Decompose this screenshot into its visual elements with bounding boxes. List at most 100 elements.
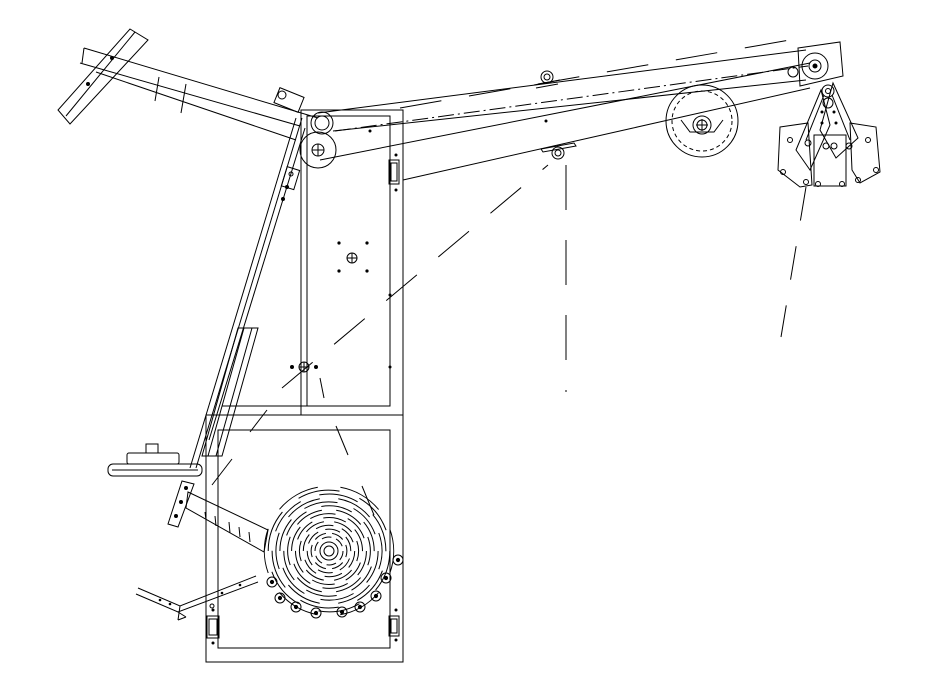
boom-upper-arc [399, 39, 791, 109]
drum-ring-arc [367, 536, 371, 566]
gripper-assembly [777, 81, 881, 188]
drum-ring-arc [347, 518, 365, 539]
drum-ring-arc [315, 524, 334, 530]
chain-rollers [266, 554, 404, 619]
drum-ring-arc [271, 550, 286, 588]
drum-ring-arc [267, 511, 283, 552]
drum-ring-arc [293, 563, 311, 584]
drum-ring-arc [366, 550, 379, 583]
boom-pulley-wheel [665, 84, 739, 158]
arm-bracket [273, 87, 305, 113]
boom-roller-upper [533, 70, 561, 89]
drum-ring-arc [310, 544, 313, 558]
drum-ring-arc [304, 501, 338, 509]
cabinet-diag-b [249, 409, 268, 433]
left-arm-head-plate [57, 28, 149, 125]
drum-ring-arc [331, 532, 344, 540]
drum-ring-arc [279, 519, 292, 552]
drum-ring-arc [283, 550, 295, 581]
pulley-drive [299, 131, 337, 169]
drum-ring-arc [323, 517, 347, 523]
drum-ring-arc [325, 528, 341, 533]
comb-plate [185, 491, 269, 553]
mounting-grid [337, 241, 369, 273]
tip-pulley [801, 52, 829, 80]
drum-ring-arc [318, 603, 360, 613]
cabinet-screws [211, 119, 548, 645]
drum-ring-arc [348, 550, 356, 568]
drum-ring-arc [336, 577, 361, 593]
drum-ring-arc [305, 569, 324, 581]
drum-ring-arc [338, 584, 370, 604]
drum-ring-arc [353, 508, 376, 535]
drum-ring-arc [282, 567, 305, 594]
left-arm [57, 28, 319, 141]
latch-lower-left-inner [208, 618, 218, 636]
latch-lower-right-inner [390, 618, 398, 634]
drum-ring-arc [295, 550, 304, 573]
latch-lower-left [206, 615, 220, 639]
spiral-drum [263, 486, 395, 616]
drum-ring-arc [363, 521, 375, 552]
chain-roller [290, 601, 302, 613]
drum-ring-arc [354, 529, 363, 552]
drum-ring-arc [339, 550, 344, 561]
gripper-plate-right [849, 122, 881, 184]
drum-ring-arc [306, 521, 325, 533]
drum-ring-arc [298, 489, 340, 499]
drum-ring-arc [324, 572, 343, 578]
chain-roller [274, 592, 286, 604]
drum-ring-arc [320, 593, 354, 601]
drum-ring-arc [326, 562, 337, 566]
drum-ring-arc [314, 541, 319, 552]
drum-ring-arc [263, 528, 269, 574]
chain-roller-pin [293, 604, 299, 610]
gripper-plate-left [777, 122, 813, 188]
chain-roller-pin [383, 575, 389, 581]
cabinet [205, 109, 548, 663]
drum-ring-arc [275, 532, 280, 570]
support-strut [189, 117, 306, 469]
drum-ring-arc [287, 536, 291, 566]
chain-roller-pin [269, 579, 275, 585]
chain-roller [370, 590, 382, 602]
drum-ring-arc [331, 562, 344, 570]
drum-rings [263, 486, 395, 616]
drum-ring-arc [357, 550, 367, 576]
chain-roller [310, 607, 322, 619]
drum-ring-arc [359, 497, 387, 531]
lower-pivot [290, 361, 318, 373]
latch-upper-right [388, 159, 400, 185]
chain-roller-pin [313, 610, 319, 616]
drum-ring-arc [372, 514, 387, 552]
drum-ring-arc [389, 528, 395, 574]
drum-ring-arc [286, 511, 307, 536]
boom-roller-lower [540, 142, 577, 160]
drum-ring-arc [334, 521, 353, 533]
drum-ring-arc [340, 486, 379, 510]
drum-ring-arc [357, 570, 383, 601]
gripper-drop-line [780, 186, 807, 338]
drum-ring-arc [341, 528, 354, 543]
drum-ring-arc [333, 569, 352, 581]
boom-tip-housing [797, 41, 844, 87]
drum-ring-arc [288, 584, 320, 604]
center-lines [211, 39, 807, 516]
drum-ring-arc [351, 566, 372, 591]
chain-roller-pin [395, 557, 401, 563]
chain-roller-pin [339, 609, 345, 615]
cabinet-diag-c [211, 458, 233, 486]
feed-chute [135, 575, 259, 621]
drum-ring-arc [310, 513, 336, 520]
chain-roller [380, 572, 392, 584]
drum-ring-arc [336, 509, 362, 525]
drum-ring-arc [302, 534, 310, 552]
drum-ring-arc [306, 589, 337, 597]
drum-ring-arc [321, 536, 332, 540]
drum-ring-arc [321, 505, 352, 513]
drum-ring-arc [291, 526, 301, 552]
drum-ring-arc [375, 550, 391, 591]
drum-ring-arc [314, 532, 327, 540]
